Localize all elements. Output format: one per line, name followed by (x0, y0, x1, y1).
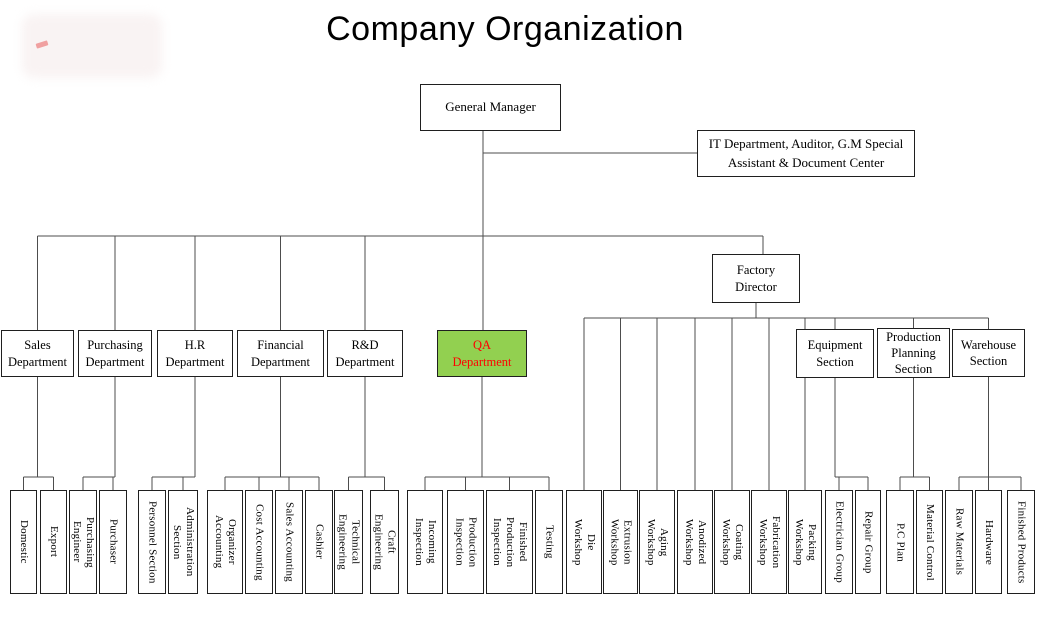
org-box-extrusion-workshop: Extrusion Workshop (603, 490, 638, 594)
org-box-label: Fabrication Workshop (756, 516, 782, 568)
org-box-craft-engineering: Craft Engineering (370, 490, 399, 594)
org-box-label: Factory Director (735, 262, 777, 295)
org-box-label: Incoming Inspection (412, 518, 438, 566)
org-box-fabrication-workshop: Fabrication Workshop (751, 490, 787, 594)
org-box-label: Packing Workshop (792, 519, 818, 566)
org-box-label: Financial Department (251, 337, 310, 370)
org-box-label: P.C Plan (894, 523, 907, 562)
org-box-raw-materials: Raw Materials (945, 490, 973, 594)
org-box-label: Administration Section (170, 507, 196, 576)
org-box-label: Finished Products (1015, 501, 1028, 584)
org-box-organizer-accounting: Organizer Accounting (207, 490, 243, 594)
org-box-label: Coating Workshop (719, 519, 745, 566)
org-box-equipment-section: Equipment Section (796, 329, 874, 378)
org-box-finished-products: Finished Products (1007, 490, 1035, 594)
org-box-cost-accounting: Cost Accounting (245, 490, 273, 594)
org-box-warehouse-section: Warehouse Section (952, 329, 1025, 377)
org-box-label: Production Inspection (453, 517, 479, 567)
org-box-label: Organizer Accounting (212, 515, 238, 568)
org-box-label: QA Department (452, 337, 511, 370)
org-box-label: Purchaser (107, 519, 120, 564)
org-box-domestic: Domestic (10, 490, 37, 594)
org-box-export: Export (40, 490, 67, 594)
org-box-packing-workshop: Packing Workshop (788, 490, 822, 594)
org-box-sales-department: Sales Department (1, 330, 74, 377)
org-box-label: Repair Group (862, 511, 875, 574)
org-box-label: Domestic (17, 520, 30, 564)
org-box-hr-department: H.R Department (157, 330, 233, 377)
org-box-general-manager: General Manager (420, 84, 561, 131)
org-box-aging-workshop: Aging Workshop (639, 490, 675, 594)
org-box-label: Material Control (923, 504, 936, 581)
org-box-financial-department: Financial Department (237, 330, 324, 377)
org-box-personnel-section: Personnel Section (138, 490, 166, 594)
org-box-label: Cost Accounting (253, 504, 266, 581)
org-box-label: Production Planning Section (886, 329, 941, 378)
org-box-label: Purchasing Department (85, 337, 144, 370)
org-box-production-inspection: Production Inspection (447, 490, 484, 594)
org-box-coating-workshop: Coating Workshop (714, 490, 750, 594)
org-box-label: Personnel Section (146, 501, 159, 584)
org-box-material-control: Material Control (916, 490, 943, 594)
org-box-label: Extrusion Workshop (608, 519, 634, 566)
org-box-die-workshop: Die Workshop (566, 490, 602, 594)
org-box-hardware: Hardware (975, 490, 1002, 594)
org-box-electrician-group: Electrician Group (825, 490, 853, 594)
org-box-sales-accounting: Sales Accounting (275, 490, 303, 594)
org-box-label: Technical Engineering (336, 514, 362, 570)
org-box-technical-engineering: Technical Engineering (334, 490, 363, 594)
org-box-qa-department: QA Department (437, 330, 527, 377)
org-box-testing: Testing (535, 490, 563, 594)
org-box-label: Testing (543, 525, 556, 559)
org-box-administration-section: Administration Section (168, 490, 198, 594)
org-box-label: Anodized Workshop (682, 519, 708, 566)
org-box-label: Sales Department (8, 337, 67, 370)
org-box-production-planning-section: Production Planning Section (877, 328, 950, 378)
org-box-label: H.R Department (165, 337, 224, 370)
org-box-label: General Manager (445, 98, 536, 117)
org-box-rnd-department: R&D Department (327, 330, 403, 377)
org-box-label: Raw Materials (953, 508, 966, 575)
org-box-label: Hardware (982, 520, 995, 565)
org-box-purchasing-engineer: Purchasing Engineer (69, 490, 97, 594)
org-box-label: Cashier (313, 524, 326, 559)
org-box-label: Sales Accounting (283, 502, 296, 582)
org-box-label: R&D Department (335, 337, 394, 370)
org-box-label: Export (47, 526, 60, 557)
org-box-pc-plan: P.C Plan (886, 490, 914, 594)
org-box-purchaser: Purchaser (99, 490, 127, 594)
org-box-it-staff: IT Department, Auditor, G.M Special Assi… (697, 130, 915, 177)
org-box-label: Equipment Section (808, 337, 863, 370)
org-box-finished-production-inspection: Finished Production Inspection (486, 490, 533, 594)
org-box-label: IT Department, Auditor, G.M Special Assi… (709, 135, 904, 173)
org-box-factory-director: Factory Director (712, 254, 800, 303)
org-box-incoming-inspection: Incoming Inspection (407, 490, 443, 594)
org-box-label: Electrician Group (833, 501, 846, 583)
org-box-label: Craft Engineering (372, 514, 398, 570)
org-box-cashier: Cashier (305, 490, 333, 594)
org-box-label: Warehouse Section (961, 337, 1016, 370)
org-box-label: Aging Workshop (644, 519, 670, 566)
org-box-anodized-workshop: Anodized Workshop (677, 490, 713, 594)
org-box-label: Finished Production Inspection (490, 517, 529, 567)
org-box-repair-group: Repair Group (855, 490, 881, 594)
org-box-label: Purchasing Engineer (70, 517, 96, 568)
org-box-label: Die Workshop (571, 519, 597, 566)
org-box-purchasing-department: Purchasing Department (78, 330, 152, 377)
